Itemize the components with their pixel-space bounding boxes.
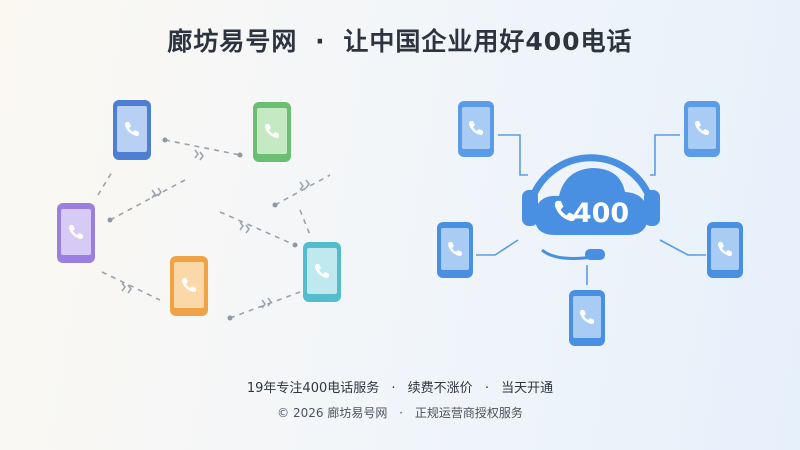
phone-right-top-left bbox=[458, 101, 494, 157]
phone-right-top-right bbox=[684, 101, 720, 157]
slogan: 让中国企业用好400电话 bbox=[343, 27, 633, 56]
phone-orange bbox=[170, 256, 208, 316]
feature-separator: · bbox=[484, 381, 489, 396]
phone-right-mid-left bbox=[437, 222, 473, 278]
feature-line: 19年专注400电话服务 · 续费不涨价 · 当天开通 bbox=[0, 377, 800, 396]
break-marks bbox=[121, 149, 310, 309]
feature-separator: · bbox=[391, 381, 396, 396]
feature-item: 续费不涨价 bbox=[407, 381, 473, 396]
phone-right-mid-right bbox=[707, 222, 743, 278]
phone-blue bbox=[113, 100, 151, 160]
page-title: 廊坊易号网 · 让中国企业用好400电话 bbox=[0, 22, 800, 58]
copyright-line: © 2026 廊坊易号网 · 正规运营商授权服务 bbox=[0, 404, 800, 421]
copyright-separator: · bbox=[399, 406, 403, 420]
title-separator: · bbox=[315, 27, 326, 56]
copyright-text: © 2026 廊坊易号网 bbox=[277, 406, 388, 420]
authorization-text: 正规运营商授权服务 bbox=[414, 406, 523, 420]
brand-name: 廊坊易号网 bbox=[167, 27, 298, 56]
dashed-links bbox=[97, 139, 331, 319]
phone-purple bbox=[57, 203, 95, 263]
feature-item: 19年专注400电话服务 bbox=[246, 381, 380, 396]
left-network bbox=[57, 100, 341, 321]
right-hub: 400 bbox=[437, 101, 743, 346]
phone-green bbox=[253, 102, 291, 162]
cloud-400-label: 400 bbox=[573, 198, 629, 229]
phone-teal bbox=[303, 242, 341, 302]
cloud-icon: 400 bbox=[534, 168, 649, 235]
hub-connectors bbox=[476, 134, 706, 285]
feature-item: 当天开通 bbox=[501, 381, 554, 396]
phone-right-bottom bbox=[569, 290, 605, 346]
